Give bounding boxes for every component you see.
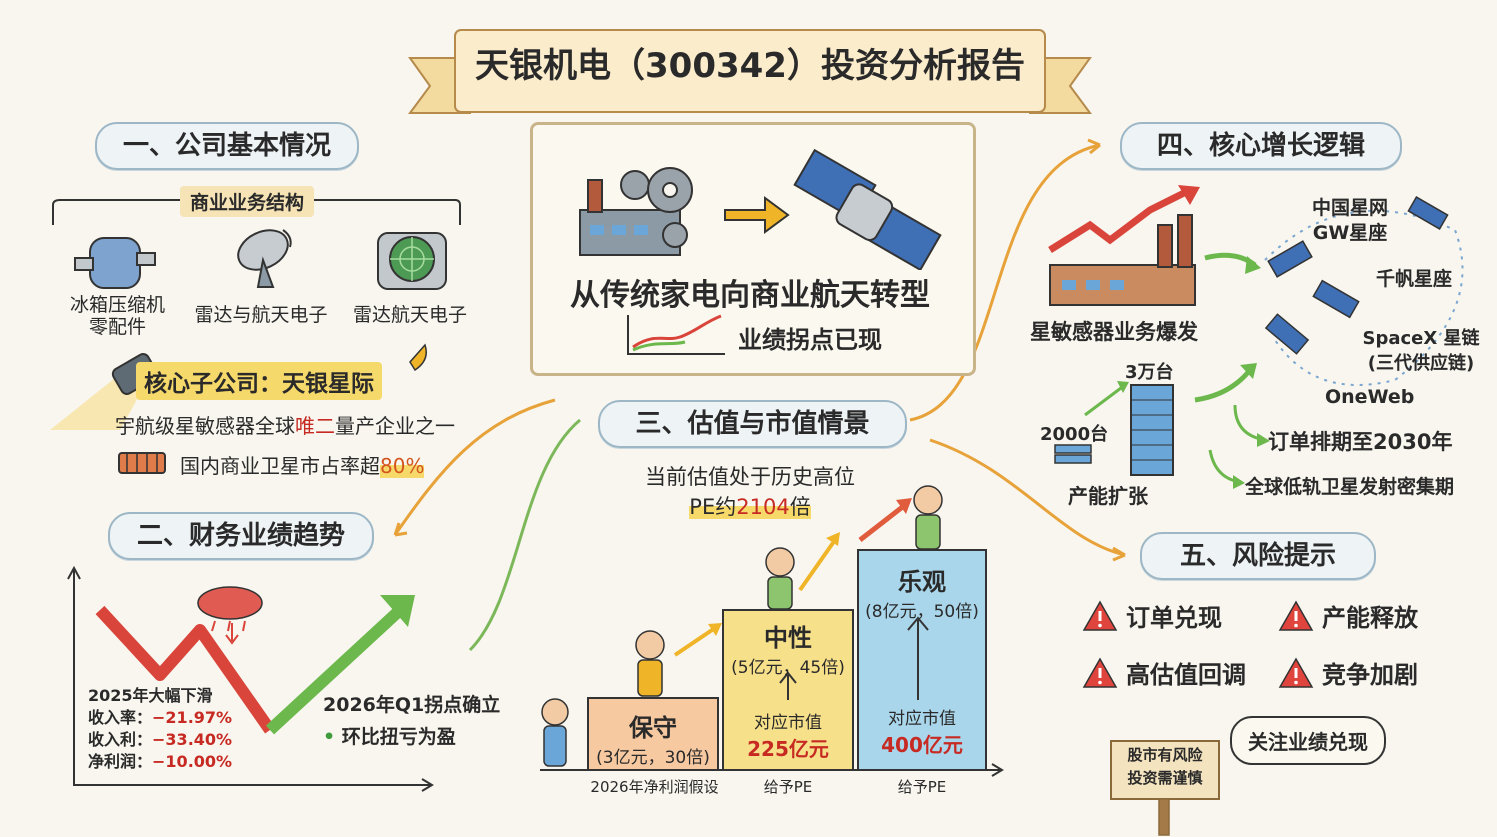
section3-heading: 三、估值与市值情景 [598,400,907,448]
point1-pre: 宇航级星敏感器全球 [115,414,295,438]
q1-title: 2026年Q1拐点确立 [323,694,501,716]
section1-heading: 一、公司基本情况 [95,122,359,170]
row3-value: −10.00% [152,752,233,771]
valuation-note-line2: PE约2104倍 [600,492,900,522]
constellation-network [1204,196,1464,386]
scenario-3-params: (8亿元，50倍) [865,602,979,622]
risk-3-text: 高估值回调 [1126,661,1246,689]
axis-label-2: 给予PE [763,778,813,796]
constellation-2: 千帆星座 [1376,268,1453,290]
section1-point1: 宇航级星敏感器全球唯二量产企业之一 [115,410,455,439]
section1-point2: 国内商业卫星市占率超80% [180,450,425,479]
decline-row-2: 收入利：−33.40% [88,729,232,751]
risk-sign-text: 股市有风险 投资需谨慎 [1127,746,1203,787]
scenario-optimistic-cap: 对应市值 400亿元 [858,704,986,758]
risk-item-3: 高估值回调 [1082,655,1246,690]
warning-icon [1082,599,1118,631]
trend-mini-chart [627,314,725,355]
decline-title: 2025年大幅下滑 [88,686,213,705]
decline-block: 2025年大幅下滑 收入率：−21.97% 收入利：−33.40% 净利润：−1… [88,685,232,773]
risk-4-text: 竞争加剧 [1322,661,1418,689]
scenario-optimistic: 乐观 (8亿元，50倍) [858,562,986,622]
scenario-neutral-cap: 对应市值 225亿元 [723,708,853,762]
title-banner [408,29,1092,114]
performance-trend-chart [67,565,434,792]
section5-heading: 五、风险提示 [1140,532,1376,580]
capacity-label: 产能扩张 [1068,484,1148,508]
scenario-3-cap: 400亿元 [881,733,963,757]
section2-heading: 二、财务业绩趋势 [108,512,374,560]
risk-item-1: 订单兑现 [1082,598,1222,633]
axis-label-1: 2026年净利润假设 [590,778,719,796]
warning-icon [1278,599,1314,631]
capacity-expansion-icon [1054,363,1257,476]
row2-value: −33.40% [152,730,233,749]
risk-2-text: 产能释放 [1322,604,1418,632]
risk-1-text: 订单兑现 [1126,604,1222,632]
pe-pre: PE约 [689,495,737,519]
chip-icon [118,452,166,474]
row1-value: −21.97% [152,708,233,727]
capacity-low: 2000台 [1040,424,1109,445]
q1-point-text: 环比扭亏为盈 [341,726,456,748]
pe-post: 倍 [789,495,811,519]
scenario-steps [540,485,1004,777]
scenario-3-caption: 对应市值 [888,709,956,729]
constellation-4: OneWeb [1325,386,1415,408]
constellation-3: SpaceX 星链 (三代供应链) [1362,328,1480,374]
q1-point: • 环比扭亏为盈 [323,726,456,748]
order-line: 订单排期至2030年 [1268,430,1453,454]
valuation-note-line1: 当前估值处于历史高位 [645,465,855,489]
leo-line: 全球低轨卫星发射密集期 [1245,476,1455,498]
radar-screen-icon [377,232,447,290]
axis-label-3: 给予PE [897,778,947,796]
row3-label: 净利润： [88,752,153,771]
scenario-2-name: 中性 [764,624,812,652]
warning-icon [1278,656,1314,688]
scenario-1-name: 保守 [629,714,677,742]
decline-row-1: 收入率：−21.97% [88,707,232,729]
point1-highlight: 唯二 [295,414,335,438]
scenario-2-cap: 225亿元 [747,737,829,761]
factory-to-satellite-illustration [579,148,942,270]
business-item-2: 雷达与航天电子 [194,304,328,326]
constellation-1: 中国星网 GW星座 [1311,197,1388,244]
point1-post: 量产企业之一 [335,414,455,438]
compressor-icon [74,237,156,289]
business-item-3: 雷达航天电子 [352,304,467,326]
risk-item-4: 竞争加剧 [1278,655,1418,690]
risk-item-2: 产能释放 [1278,598,1418,633]
section4-heading: 四、核心增长逻辑 [1120,122,1402,170]
sensor-label: 星敏感器业务爆发 [1030,320,1198,344]
decline-row-3: 净利润：−10.00% [88,751,232,773]
warning-icon [1082,656,1118,688]
core-subsidiary: 核心子公司：天银星际 [136,362,382,400]
structure-label: 商业业务结构 [180,186,315,217]
center-subline: 业绩拐点已现 [738,326,882,354]
row1-label: 收入率： [88,708,153,727]
speech-bubble: 关注业绩兑现 [1230,716,1386,765]
scenario-2-caption: 对应市值 [754,713,822,733]
factory-growth-icon [1048,185,1200,306]
radar-dish-icon [237,229,292,288]
center-headline: 从传统家电向商业航天转型 [570,278,930,313]
pe-value: 2104 [736,495,790,519]
business-item-1: 冰箱压缩机 零配件 [69,294,165,338]
capacity-high: 3万台 [1125,362,1174,383]
page-title: 天银机电（300342）投资分析报告 [475,46,1025,86]
scenario-1-params: (3亿元，30倍) [596,748,710,768]
point2-highlight: 80% [380,454,425,478]
sign-post [1110,740,1220,836]
order-arrows [1208,404,1270,489]
scenario-3-name: 乐观 [898,568,946,596]
scenario-neutral: 中性 (5亿元，45倍) [723,618,853,678]
point2-pre: 国内商业卫星市占率超 [180,454,380,478]
scenario-conservative: 保守 (3亿元，30倍) [588,708,718,768]
valuation-note: 当前估值处于历史高位 PE约2104倍 [600,462,900,522]
scenario-2-params: (5亿元，45倍) [731,658,845,678]
row2-label: 收入利： [88,730,153,749]
